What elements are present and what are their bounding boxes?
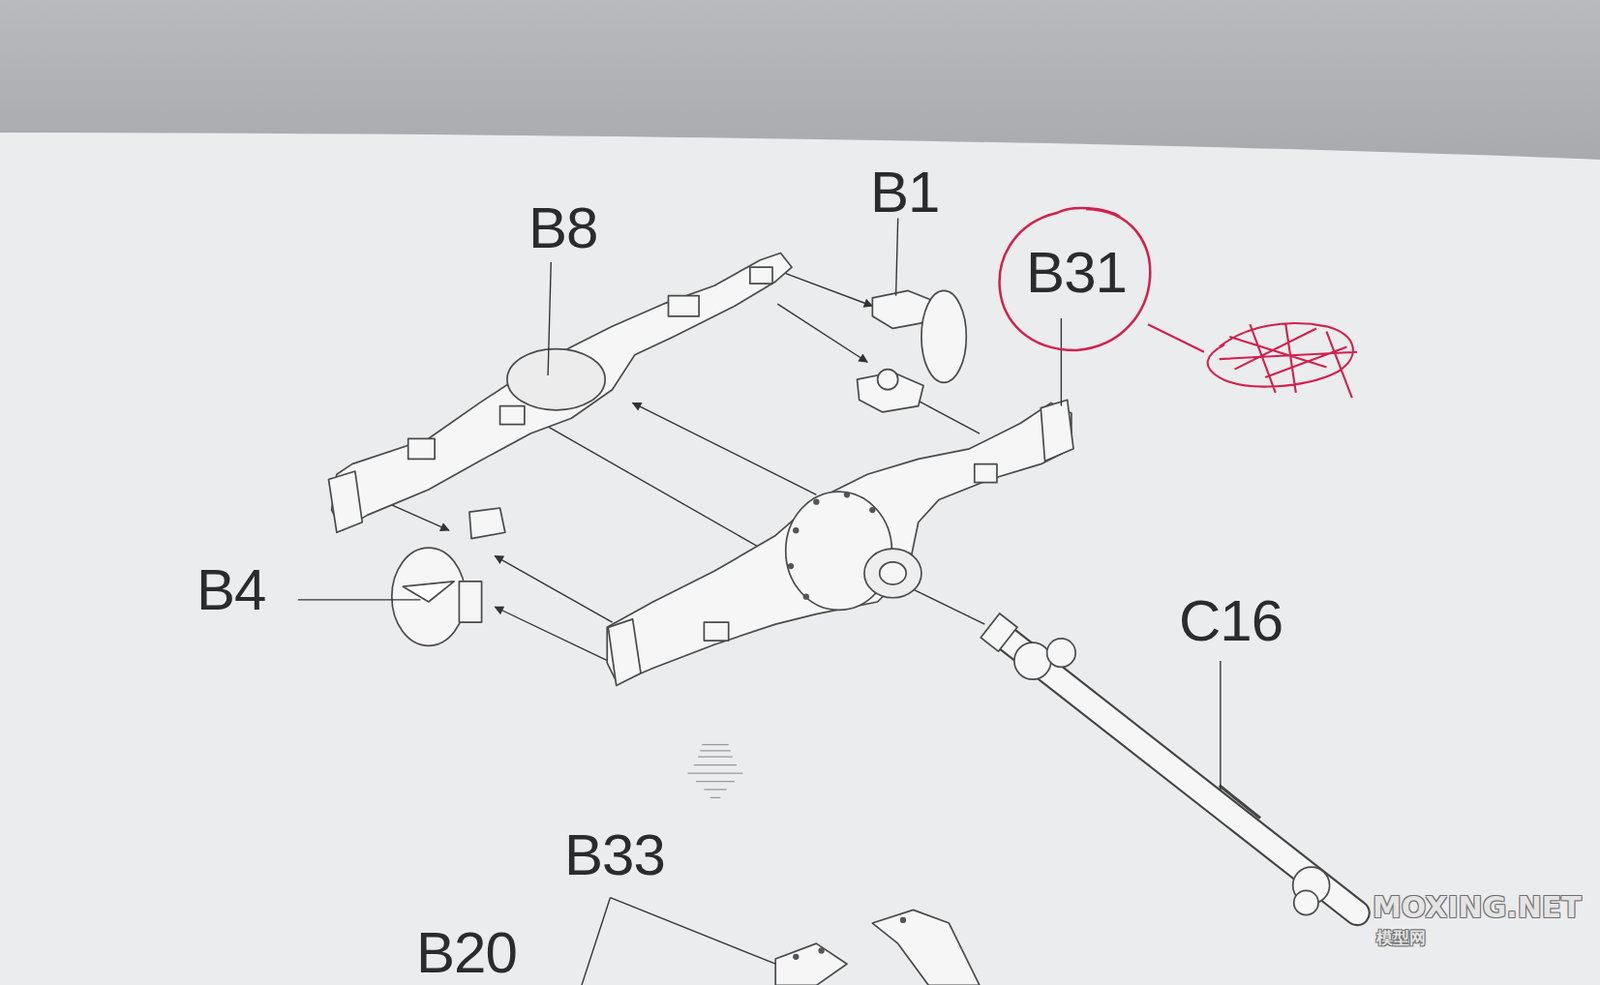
watermark: 模型网: [1376, 927, 1426, 950]
part-number: B8: [528, 199, 598, 258]
part-number: C16: [1178, 592, 1283, 651]
part-number: B4: [196, 561, 266, 620]
part-number: B1: [870, 163, 939, 222]
part-number: B20: [416, 924, 517, 983]
part-number: B33: [564, 826, 665, 885]
watermark: MOXING.NET: [1372, 890, 1582, 925]
circled-part-number: B31: [981, 208, 1172, 354]
part-number: B31: [1026, 243, 1127, 302]
